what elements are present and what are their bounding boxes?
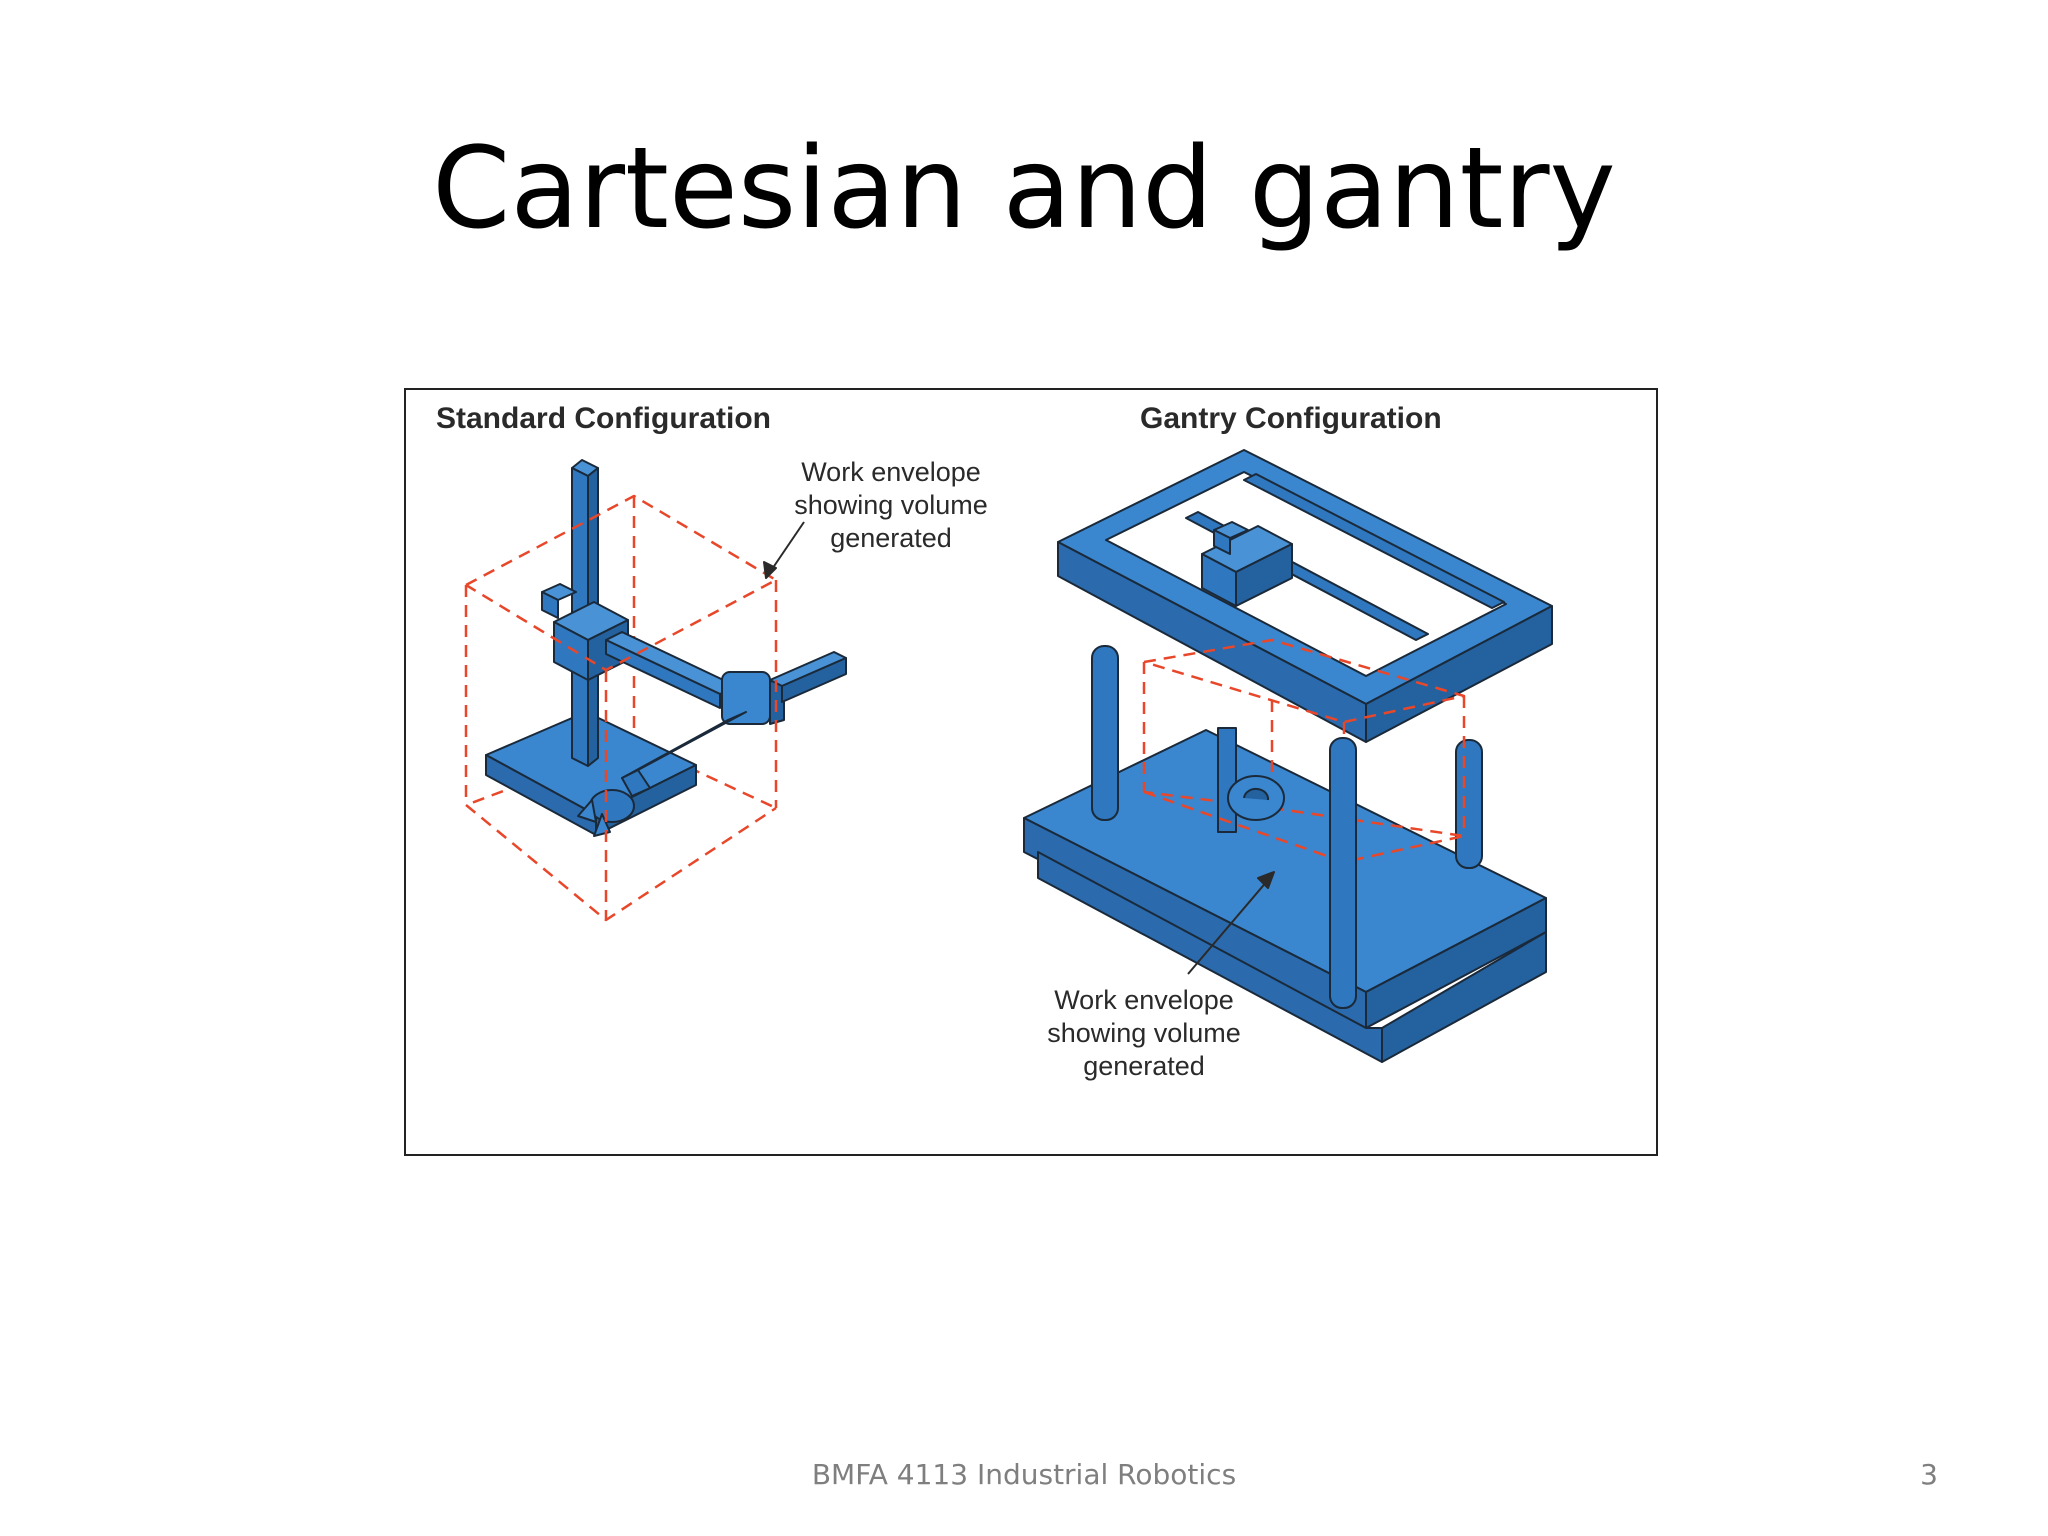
slide-title: Cartesian and gantry [432, 124, 1616, 254]
gantry-callout-line-3: generated [1083, 1051, 1205, 1081]
gantry-robot [1023, 449, 1553, 1063]
standard-work-envelope-label: Work envelope showing volume generated [776, 456, 1006, 555]
gantry-work-envelope-label: Work envelope showing volume generated [1024, 984, 1264, 1083]
robot-configurations-figure: Standard Configuration Gantry Configurat… [404, 388, 1658, 1156]
robot-illustrations [464, 449, 1553, 1063]
standard-work-envelope-front [464, 494, 778, 922]
standard-callout-line-2: showing volume [794, 490, 988, 520]
standard-configuration-heading: Standard Configuration [436, 402, 771, 435]
slide-footer: BMFA 4113 Industrial Robotics [811, 1458, 1237, 1491]
gantry-callout-line-2: showing volume [1047, 1018, 1241, 1048]
standard-callout-line-1: Work envelope [801, 457, 981, 487]
standard-cartesian-robot [464, 459, 847, 922]
slide-page-number: 3 [1920, 1458, 1938, 1491]
gantry-configuration-heading: Gantry Configuration [1140, 402, 1442, 435]
standard-callout-line-3: generated [830, 523, 952, 553]
gantry-callout-line-1: Work envelope [1054, 985, 1234, 1015]
